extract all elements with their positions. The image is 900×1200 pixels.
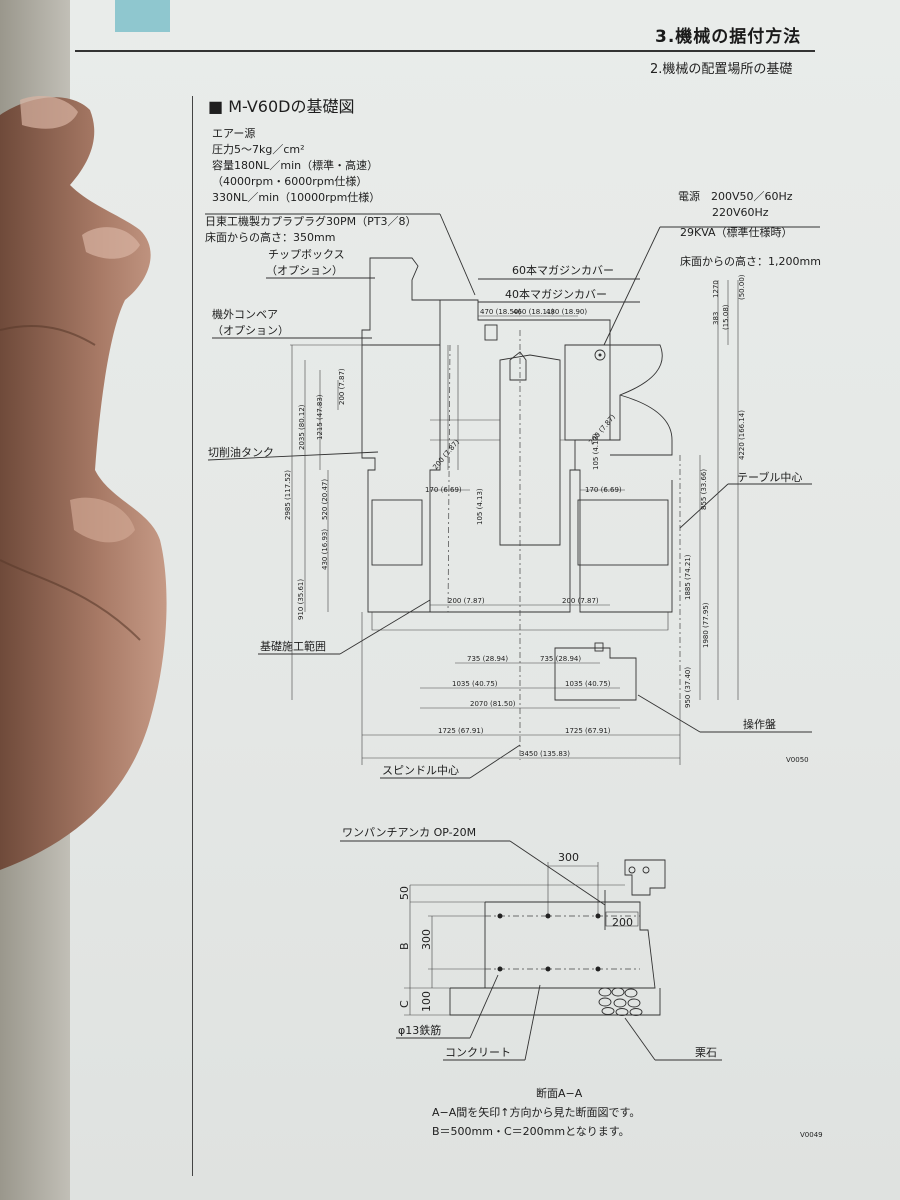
air-note-6: 床面からの高さ：350mm — [205, 230, 335, 244]
power-notes: 電源 200V50／60Hz 220V60Hz 29KVA（標準仕様時） 床面か… — [678, 189, 821, 268]
dim-center-2: 170 (6.69) — [425, 486, 462, 494]
dim-left-3: 1215 (47.83) — [316, 394, 324, 440]
dim-left-6: 430 (16.93) — [321, 529, 329, 570]
chip-box-option-label: （オプション） — [266, 264, 343, 277]
section-note-2: B＝500mm・C＝200mmとなります。 — [432, 1125, 630, 1138]
power-note-0: 電源 200V50／60Hz — [678, 189, 793, 203]
air-note-5: 日東工機製カプラプラグ30PM（PT3／8） — [205, 214, 416, 228]
air-note-3: （4000rpm・6000rpm仕様） — [212, 174, 367, 188]
conveyor-option-label: （オプション） — [212, 324, 289, 337]
dim-bottom-7: 2070 (81.50) — [470, 700, 516, 708]
section-dim-100: 100 — [420, 991, 433, 1012]
concrete-label: コンクリート — [445, 1046, 511, 1059]
section-dim-200: 200 — [612, 916, 633, 929]
dim-bottom-9: 1725 (67.91) — [565, 727, 611, 735]
dim-bottom-2: 200 (7.87) — [562, 597, 599, 605]
air-note-2: 容量180NL／min（標準・高速） — [212, 158, 378, 172]
right-dimensions: 1270 (50.00) 383 (15.08) 4220 (166.14) 8… — [684, 274, 746, 708]
section-title: ■ M-V60Dの基礎図 — [208, 97, 354, 116]
dim-right-6: 1980 (77.95) — [702, 602, 710, 648]
dim-top-3: 480 (18.90) — [546, 308, 587, 316]
dim-bottom-10: 3450 (135.83) — [520, 750, 570, 758]
dim-left-2: 2035 (80.12) — [298, 404, 306, 450]
machine-plan — [361, 257, 673, 701]
center-dimensions: 200 (7.87) 170 (6.69) 105 (4.13) 200 (7.… — [425, 413, 625, 525]
dim-center-5: 105 (4.13) — [592, 433, 600, 470]
dim-right-1b: (50.00) — [738, 274, 746, 300]
top-dimensions: 470 (18.50) 460 (18.11) 480 (18.90) — [478, 308, 587, 317]
dim-bottom-6: 1035 (40.75) — [565, 680, 611, 688]
dim-right-7: 950 (37.40) — [684, 667, 692, 708]
drawing-code-top: V0050 — [786, 756, 809, 764]
dim-right-2b: (15.08) — [722, 304, 730, 330]
air-note-1: 圧力5～7kg／cm² — [212, 143, 305, 156]
dim-top-2: 460 (18.11) — [513, 308, 554, 316]
magazine-60-label: 60本マガジンカバー — [512, 263, 614, 277]
control-panel-label: 操作盤 — [743, 717, 776, 731]
dim-left-4: 200 (7.87) — [338, 368, 346, 405]
color-tab — [115, 0, 170, 32]
dim-bottom-5: 1035 (40.75) — [452, 680, 498, 688]
section-dim-300-top: 300 — [558, 851, 579, 864]
dim-bottom-8: 1725 (67.91) — [438, 727, 484, 735]
dim-center-6: 170 (6.69) — [585, 486, 622, 494]
air-note-4: 330NL／min（10000rpm仕様） — [212, 190, 380, 204]
document-page — [70, 0, 900, 1200]
air-notes: エアー源 圧力5～7kg／cm² 容量180NL／min（標準・高速） （400… — [205, 126, 416, 244]
air-note-0: エアー源 — [212, 126, 255, 140]
section-dim-300-side: 300 — [420, 929, 433, 950]
dim-right-2: 383 — [712, 312, 720, 325]
section-title-aa: 断面A−A — [536, 1086, 583, 1100]
page-title: 3.機械の据付方法 — [655, 27, 802, 47]
gravel-label: 栗石 — [695, 1046, 717, 1059]
section-note-1: A−A間を矢印↑方向から見た断面図です。 — [432, 1105, 640, 1119]
section-drawing: ワンパンチアンカ OP-20M 300 200 — [340, 826, 823, 1139]
page-subtitle: 2.機械の配置場所の基礎 — [650, 62, 793, 77]
dim-center-1: 200 (7.87) — [431, 438, 461, 471]
section-dim-b: B — [398, 942, 411, 950]
table-center-label: テーブル中心 — [737, 470, 802, 484]
dim-bottom-3: 735 (28.94) — [467, 655, 508, 663]
dim-right-3: 4220 (166.14) — [738, 410, 746, 460]
conveyor-label: 機外コンベア — [212, 307, 278, 321]
magazine-40-label: 40本マガジンカバー — [505, 287, 607, 301]
header-rule — [75, 50, 815, 52]
hand-photo-overlay — [0, 96, 167, 871]
anchor-label: ワンパンチアンカ OP-20M — [342, 826, 476, 839]
dim-left-1: 2985 (117.52) — [284, 470, 292, 520]
left-dimensions: 2985 (117.52) 2035 (80.12) 1215 (47.83) … — [284, 344, 370, 700]
coolant-tank-label: 切削油タンク — [208, 445, 274, 459]
power-note-1: 220V60Hz — [712, 206, 769, 219]
dim-top-1: 470 (18.50) — [480, 308, 521, 316]
drawing-code-bottom: V0049 — [800, 1131, 823, 1139]
dim-right-1: 1270 — [712, 280, 720, 298]
dim-right-4: 855 (33.66) — [700, 469, 708, 510]
foundation-range-label: 基礎施工範囲 — [260, 639, 326, 653]
chip-box-label: チップボックス — [268, 248, 345, 261]
spindle-center-label: スピンドル中心 — [382, 764, 459, 777]
dim-bottom-4: 735 (28.94) — [540, 655, 581, 663]
dim-bottom-1: 200 (7.87) — [448, 597, 485, 605]
section-dim-50: 50 — [398, 886, 411, 900]
dim-center-3: 105 (4.13) — [476, 488, 484, 525]
power-note-2: 29KVA（標準仕様時） — [680, 225, 793, 239]
power-note-3: 床面からの高さ：1,200mm — [680, 254, 821, 268]
dim-left-7: 910 (35.61) — [297, 579, 305, 620]
bottom-dimensions: 200 (7.87) 200 (7.87) 735 (28.94) 735 (2… — [361, 597, 681, 765]
dim-left-5: 520 (20.47) — [321, 479, 329, 520]
rebar-label: φ13鉄筋 — [398, 1023, 441, 1037]
margin-rule — [192, 96, 193, 1176]
dim-right-5: 1885 (74.21) — [684, 554, 692, 600]
section-dim-c: C — [398, 1000, 411, 1008]
